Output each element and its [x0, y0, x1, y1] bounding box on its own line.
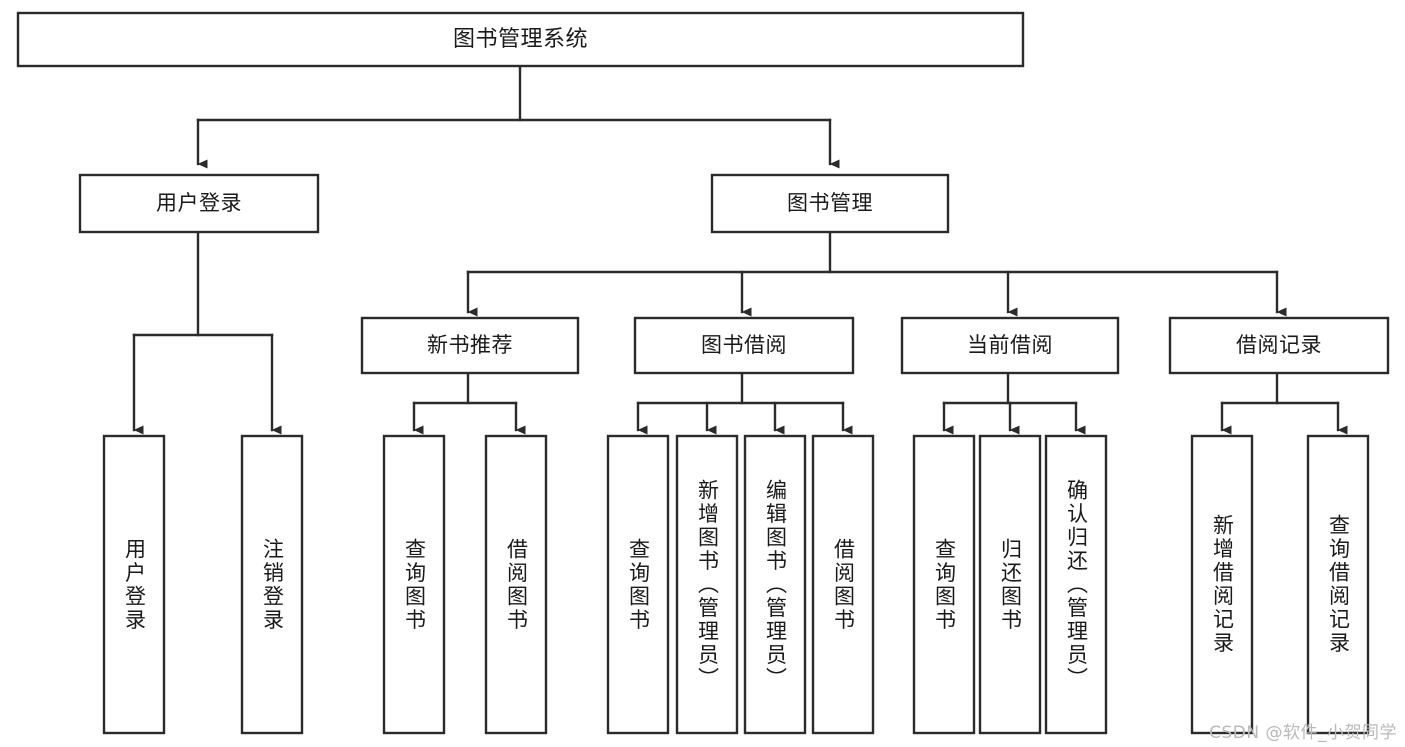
node-borrow-record[interactable] — [1168, 316, 1390, 375]
node-leaf-edit-book-admin[interactable] — [743, 434, 807, 735]
connector-current-borrow-to-leaves — [942, 371, 1086, 435]
node-new-book-recommend[interactable] — [360, 316, 580, 375]
node-leaf-confirm-return-admin[interactable] — [1044, 434, 1108, 735]
node-leaf-query-book-2[interactable] — [606, 434, 670, 735]
node-leaf-user-login[interactable] — [102, 434, 166, 735]
connector-book-borrow-to-leaves — [636, 371, 853, 435]
node-book-borrow[interactable] — [633, 316, 855, 375]
node-leaf-add-book-admin[interactable] — [675, 434, 739, 735]
node-user-login[interactable] — [78, 173, 320, 234]
csdn-watermark: CSDN @软件_小贺同学 — [1209, 723, 1397, 743]
node-current-borrow[interactable] — [900, 316, 1120, 375]
node-leaf-borrow-book-1[interactable] — [484, 434, 548, 735]
node-leaf-user-logout[interactable] — [240, 434, 304, 735]
connector-new-book-to-leaves — [412, 371, 526, 435]
node-leaf-return-book[interactable] — [978, 434, 1042, 735]
node-leaf-query-borrow-record[interactable] — [1306, 434, 1370, 735]
node-leaf-add-borrow-record[interactable] — [1190, 434, 1254, 735]
node-book-manage[interactable] — [710, 173, 950, 234]
connector-root-to-level1 — [196, 64, 840, 169]
connector-borrow-record-to-leaves — [1220, 371, 1348, 435]
connector-book-manage-to-level2 — [466, 230, 1287, 317]
node-leaf-query-book-1[interactable] — [382, 434, 446, 735]
node-leaf-borrow-book-2[interactable] — [811, 434, 875, 735]
node-leaf-query-book-3[interactable] — [912, 434, 976, 735]
connector-user-login-to-leaves — [132, 230, 282, 435]
node-root[interactable] — [16, 11, 1025, 68]
